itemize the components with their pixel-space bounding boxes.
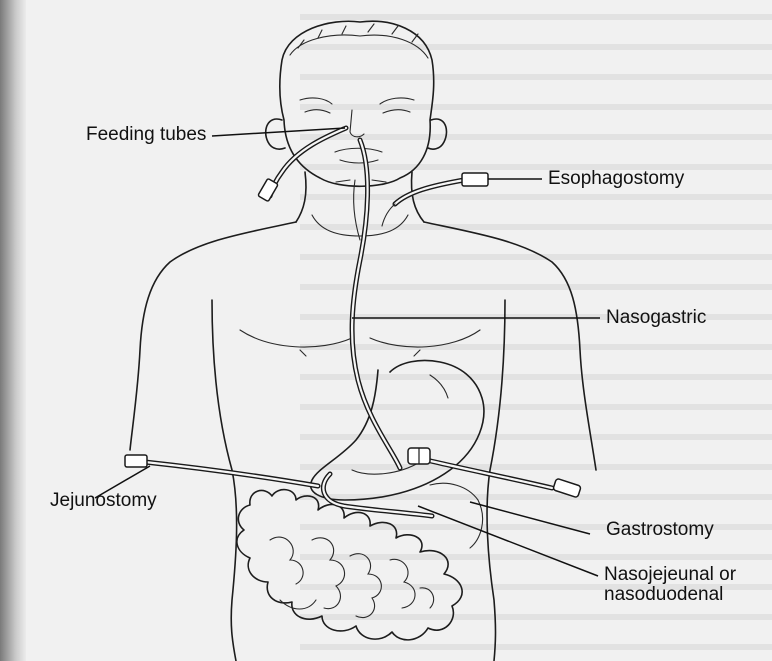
label-nasogastric: Nasogastric — [606, 307, 706, 329]
label-esophagostomy: Esophagostomy — [548, 168, 684, 190]
label-gastrostomy: Gastrostomy — [606, 519, 714, 541]
label-nasojejeunal-line1: Nasojejeunal or — [604, 564, 736, 586]
label-feeding-tubes: Feeding tubes — [86, 124, 206, 146]
label-jejunostomy: Jejunostomy — [50, 490, 157, 512]
label-nasojejeunal-line2: nasoduodenal — [604, 584, 723, 606]
stomach — [311, 360, 484, 500]
